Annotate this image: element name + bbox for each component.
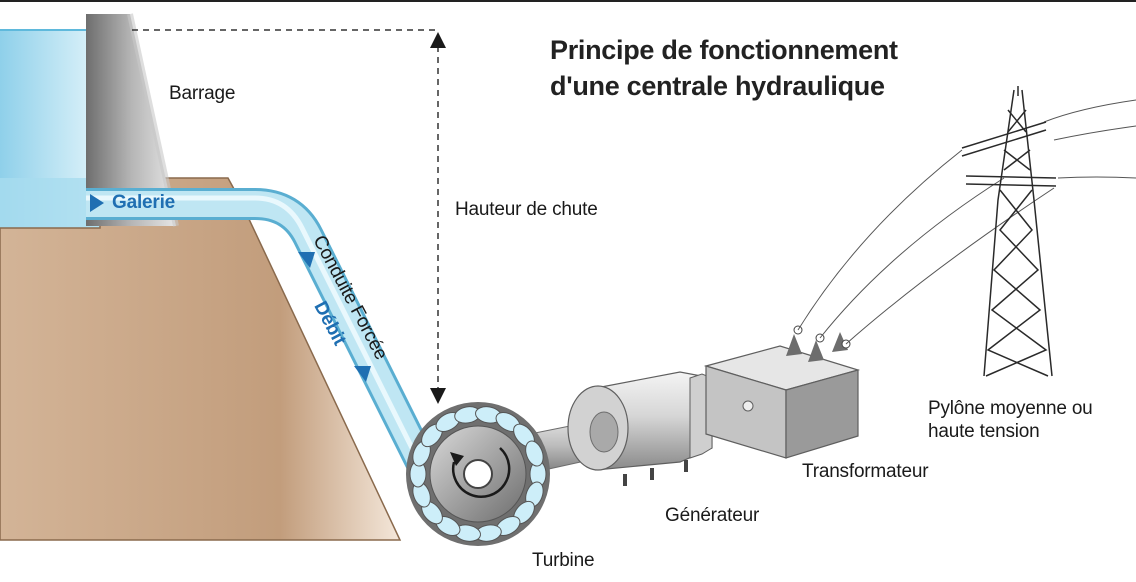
turbine-label: Turbine — [532, 550, 595, 571]
reservoir — [0, 29, 100, 230]
pylone-label-line-1: Pylône moyenne ou — [928, 398, 1093, 419]
hauteur-de-chute-label: Hauteur de chute — [455, 199, 598, 220]
power-lines — [797, 99, 1136, 345]
title-line-1: Principe de fonctionnement — [550, 35, 898, 65]
hillside — [0, 177, 402, 541]
pylone-label-line-2: haute tension — [928, 421, 1040, 442]
turbine-bucket — [525, 440, 544, 467]
transformateur-label: Transformateur — [802, 461, 929, 482]
barrage-label: Barrage — [169, 83, 236, 104]
turbine — [406, 402, 550, 546]
head-height-dimension — [132, 29, 446, 404]
penstock-flow-arrow-2 — [354, 366, 371, 382]
generateur-label: Générateur — [665, 505, 760, 526]
penstock-flow-arrow-1 — [298, 252, 315, 268]
galerie-label: Galerie — [112, 192, 176, 213]
generator — [567, 371, 743, 486]
title-line-2: d'une centrale hydraulique — [550, 71, 885, 101]
transformer — [703, 325, 861, 459]
pylon — [961, 86, 1057, 377]
galerie-flow-arrow — [90, 194, 104, 212]
